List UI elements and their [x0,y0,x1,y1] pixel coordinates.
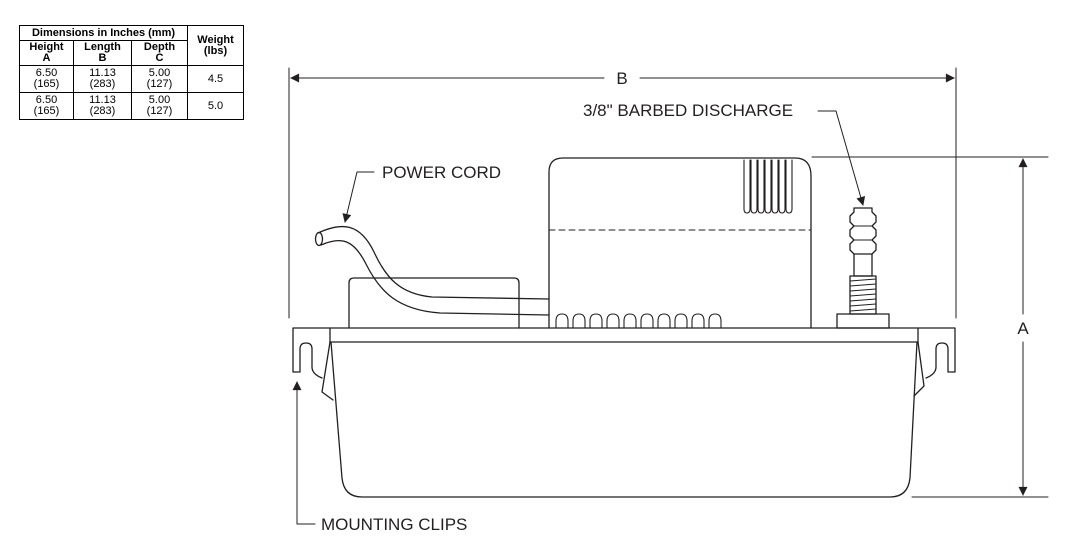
dimensions-table: Dimensions in Inches (mm) Weight (lbs) H… [18,25,245,120]
mounting-clips-callout: MOUNTING CLIPS [292,381,467,534]
discharge-barbs [849,207,877,255]
depth-mm: (127) [146,105,173,117]
height-mm: (165) [33,78,60,90]
dimension-a: A [811,156,1049,498]
depth-column-name: Depth [143,41,176,53]
length-mm: (283) [89,105,116,117]
discharge-leader-line [817,110,866,206]
switch-box-outline [348,277,520,329]
depth-inches: 5.00 [148,94,171,106]
motor-housing [548,157,812,329]
mounting-clips-callout-label: MOUNTING CLIPS [321,515,467,534]
cooling-vents [743,159,793,214]
length-inches: 11.13 [89,94,116,106]
weight-header-unit: (lbs) [203,44,228,57]
discharge-stem [853,253,873,277]
mounting-clips-leader-line [292,381,316,525]
depth-cell: 5.00 (127) [130,65,189,93]
tank-side-left [321,341,334,401]
height-inches: 6.50 [35,67,58,79]
height-cell: 6.50 (165) [19,92,74,120]
discharge-callout: 3/8" BARBED DISCHARGE [583,101,866,206]
discharge-base-nut [836,313,890,329]
length-inches: 11.13 [89,67,116,79]
height-mm: (165) [33,105,60,117]
depth-column-letter: C [155,52,164,64]
tank-body [330,341,918,498]
weight-header-label: Weight [197,33,234,46]
mounting-clip-left [292,327,331,379]
power-cord-line-lower [320,240,550,316]
height-column-letter: A [42,52,51,64]
power-cord [314,225,550,316]
height-column-name: Height [29,41,64,53]
dimension-b-label: B [616,69,627,88]
height-column-header: Height A [19,40,74,66]
tank-side-right [913,341,925,397]
depth-column-header: Depth C [130,40,189,66]
depth-mm: (127) [146,78,173,90]
length-column-name: Length [84,41,121,53]
table-row: 6.50 (165) 11.13 (283) 5.00 (127) 4.5 [19,65,245,93]
housing-base-scallops [555,313,722,329]
length-cell: 11.13 (283) [73,92,132,120]
weight-cell: 5.0 [187,92,245,120]
power-cord-callout-label: POWER CORD [382,163,501,182]
power-cord-end [314,231,324,247]
dimension-b: B [288,67,957,319]
length-column-letter: B [98,52,107,64]
motor-housing-outline [548,157,812,329]
table-row: 6.50 (165) 11.13 (283) 5.00 (127) 5.0 [19,92,245,120]
weight-header: Weight (lbs) [187,25,245,66]
height-cell: 6.50 (165) [19,65,74,93]
power-cord-line-upper [317,225,550,300]
length-mm: (283) [89,78,116,90]
dimension-a-label: A [1017,319,1029,338]
power-cord-leader-line [342,171,375,223]
switch-box [348,277,520,329]
depth-inches: 5.00 [148,67,171,79]
mounting-clip-right [917,327,956,379]
reservoir-tank [292,327,956,498]
tank-rim [329,327,919,343]
depth-cell: 5.00 (127) [130,92,189,120]
height-inches: 6.50 [35,94,58,106]
discharge-threads [849,278,877,312]
power-cord-callout: POWER CORD [342,163,501,223]
discharge-callout-label: 3/8" BARBED DISCHARGE [583,101,793,120]
barbed-discharge-fitting [836,207,890,329]
